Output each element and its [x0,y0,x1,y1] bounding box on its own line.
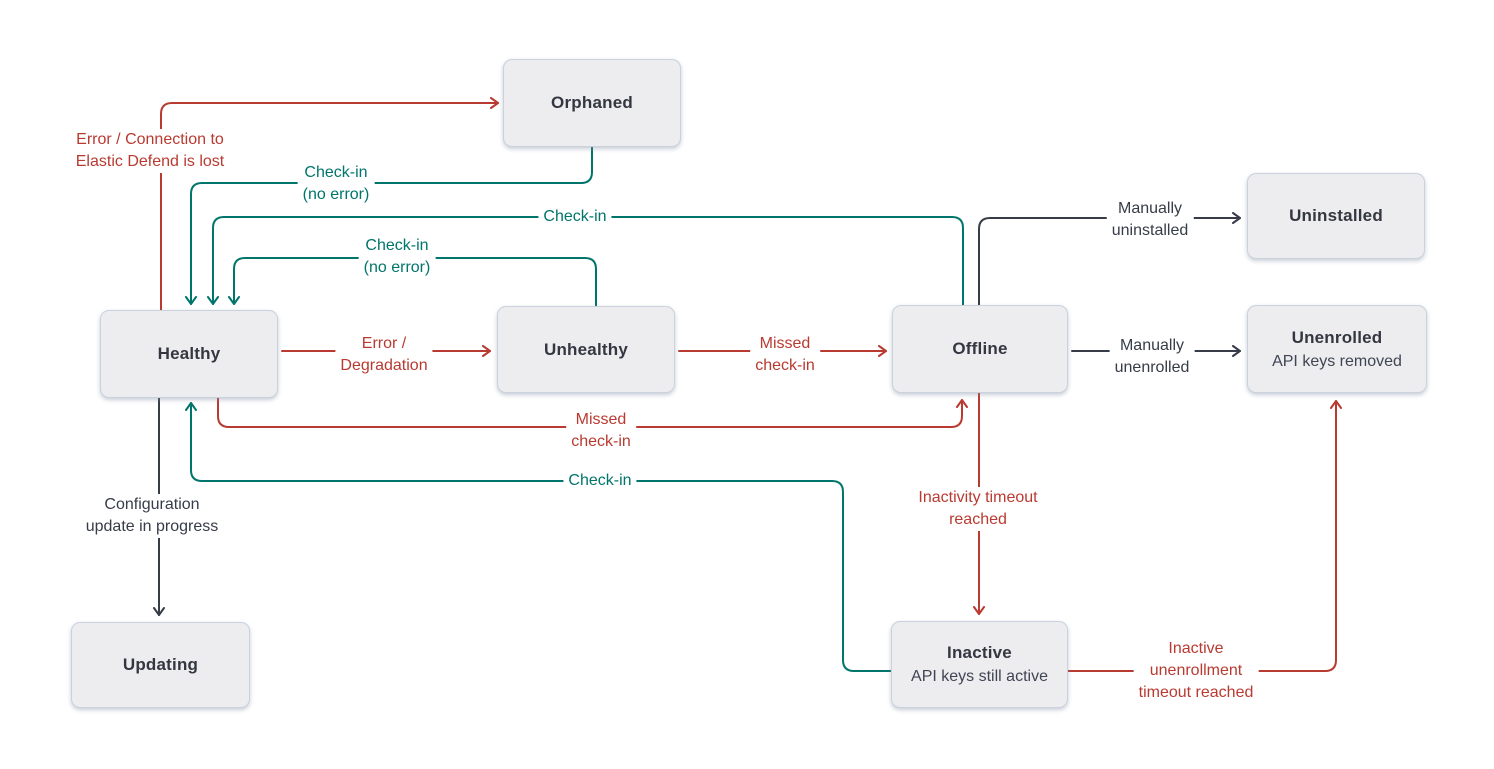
edge-label-offline-to-inactive: Inactivity timeout reached [913,487,1043,531]
edge-label-offline-to-unenrolled: Manually unenrolled [1109,335,1195,379]
edge-inactive-to-healthy [185,402,892,672]
edge-label-unhealthy-to-healthy: Check-in (no error) [358,235,436,279]
state-node-subtitle-inactive: API keys still active [911,668,1048,685]
state-node-healthy: Healthy [100,310,278,398]
state-node-updating: Updating [71,622,250,708]
edge-inactive-to-unenrolled [1067,400,1342,672]
edge-label-orphaned-to-healthy: Check-in (no error) [297,162,375,206]
edge-orphaned-to-healthy [185,146,593,305]
edge-label-healthy-to-unhealthy: Error / Degradation [335,333,433,377]
edge-label-inactive-to-healthy: Check-in [563,470,637,492]
edge-label-healthy-to-updating: Configuration update in progress [80,494,224,538]
state-node-uninstalled: Uninstalled [1247,173,1425,259]
edge-label-offline-to-healthy: Check-in [538,206,612,228]
state-node-title-offline: Offline [952,339,1008,358]
state-node-orphaned: Orphaned [503,59,681,147]
edge-label-healthy-to-orphaned: Error / Connection to Elastic Defend is … [70,129,230,173]
state-node-offline: Offline [892,305,1068,393]
state-node-title-inactive: Inactive [947,643,1012,662]
state-node-title-unenrolled: Unenrolled [1291,327,1383,347]
state-node-unhealthy: Unhealthy [497,306,675,393]
state-node-title-updating: Updating [122,655,199,674]
edge-label-inactive-to-unenrolled: Inactive unenrollment timeout reached [1133,638,1259,704]
state-node-title-uninstalled: Uninstalled [1289,206,1383,225]
edge-offline-to-healthy [207,216,964,306]
edge-label-unhealthy-to-offline: Missed check-in [750,333,820,377]
edge-label-offline-to-uninstalled: Manually uninstalled [1106,198,1194,242]
edge-healthy-to-orphaned [160,97,499,311]
state-node-title-healthy: Healthy [157,344,221,363]
state-node-subtitle-unenrolled: API keys removed [1272,352,1402,370]
edge-label-healthy-to-offline: Missed check-in [566,409,636,453]
state-node-title-unhealthy: Unhealthy [544,339,628,359]
state-node-title-orphaned: Orphaned [551,93,633,112]
edge-offline-to-uninstalled [978,212,1241,306]
